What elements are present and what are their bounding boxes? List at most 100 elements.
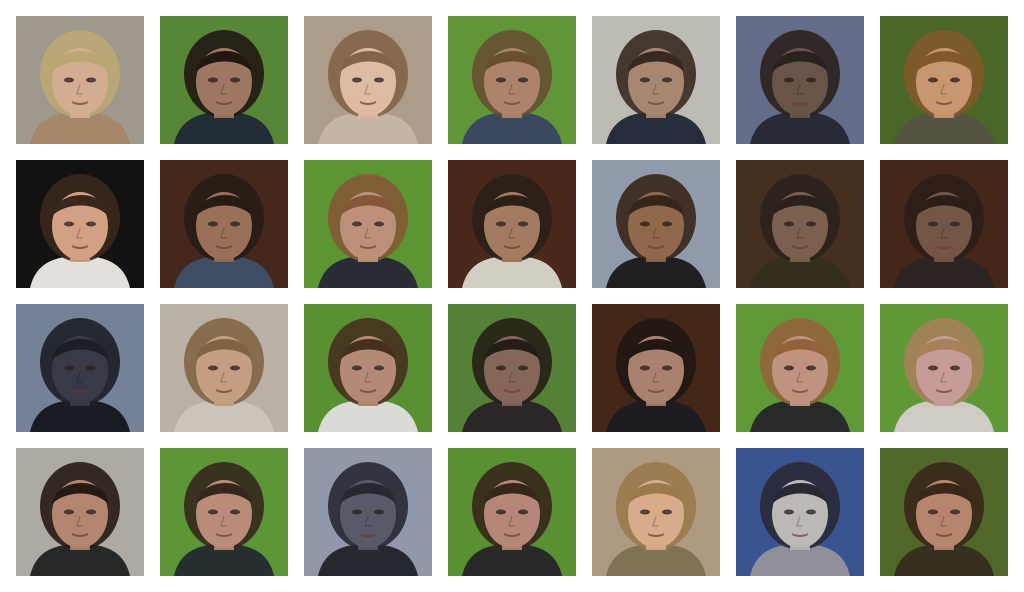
face-image-tile [304,448,432,576]
face-nose [651,83,659,95]
face-eye [208,365,218,371]
face-fringe [484,194,540,216]
face-fringe [772,194,828,216]
face-shirt [894,400,994,432]
face-eye [230,77,240,83]
face-image [304,304,432,432]
face-mouth [935,245,953,249]
face-image-tile [736,304,864,432]
face-image [304,160,432,288]
face-image-tile [16,304,144,432]
face-image-tile [448,304,576,432]
face-shirt [750,544,850,576]
face-nose [219,515,227,527]
face-eye [662,221,672,227]
face-image-tile [160,16,288,144]
face-eye [374,221,384,227]
face-head [628,192,684,260]
face-eye [86,509,96,515]
face-head [52,192,108,260]
face-shading [736,448,864,576]
face-image [592,448,720,576]
face-eye [64,365,74,371]
face-fringe [916,50,972,72]
face-fringe [52,338,108,360]
face-nose [75,83,83,95]
face-shirt [30,544,130,576]
face-fringe [196,50,252,72]
face-shading [880,448,1008,576]
face-mouth [791,101,809,105]
face-mouth [71,101,89,105]
face-mouth [935,533,953,537]
face-shading [160,160,288,288]
face-nose [651,515,659,527]
face-shirt [462,400,562,432]
face-head [52,480,108,548]
face-nose [219,371,227,383]
face-eye [928,221,938,227]
face-image-tile [448,16,576,144]
face-shading [448,16,576,144]
face-image [880,304,1008,432]
face-fringe [772,482,828,504]
face-image [16,16,144,144]
face-image [16,448,144,576]
face-fringe [628,338,684,360]
face-eye [640,221,650,227]
face-fringe [52,50,108,72]
face-head [772,192,828,260]
face-head [916,480,972,548]
face-nose [939,371,947,383]
face-nose [795,227,803,239]
face-shading [16,448,144,576]
face-fringe [628,482,684,504]
face-nose [363,515,371,527]
face-image-tile [736,448,864,576]
face-fringe [628,194,684,216]
face-shirt [30,400,130,432]
face-eye [86,365,96,371]
face-head [916,192,972,260]
face-eye [86,221,96,227]
face-shading [304,160,432,288]
face-nose [939,227,947,239]
face-eye [784,221,794,227]
face-shirt [894,544,994,576]
face-nose [939,83,947,95]
face-shading [736,160,864,288]
face-eye [374,365,384,371]
face-shading [160,304,288,432]
face-image [736,448,864,576]
face-image [16,160,144,288]
face-image [304,16,432,144]
face-nose [507,371,515,383]
face-fringe [628,50,684,72]
face-image-tile [880,160,1008,288]
face-eye [352,221,362,227]
face-image-tile [736,16,864,144]
face-shirt [750,400,850,432]
face-image [448,16,576,144]
face-image [16,304,144,432]
face-fringe [916,194,972,216]
face-shirt [894,112,994,144]
face-image-tile [160,448,288,576]
face-eye [86,77,96,83]
face-nose [363,227,371,239]
face-nose [651,371,659,383]
face-shirt [318,544,418,576]
face-eye [352,509,362,515]
face-head [196,48,252,116]
face-eye [806,509,816,515]
face-image-tile [448,160,576,288]
face-nose [507,83,515,95]
face-mouth [647,245,665,249]
face-mouth [359,533,377,537]
face-head [772,48,828,116]
face-fringe [52,482,108,504]
face-nose [219,83,227,95]
face-mouth [71,245,89,249]
face-image [160,160,288,288]
face-shading [16,16,144,144]
